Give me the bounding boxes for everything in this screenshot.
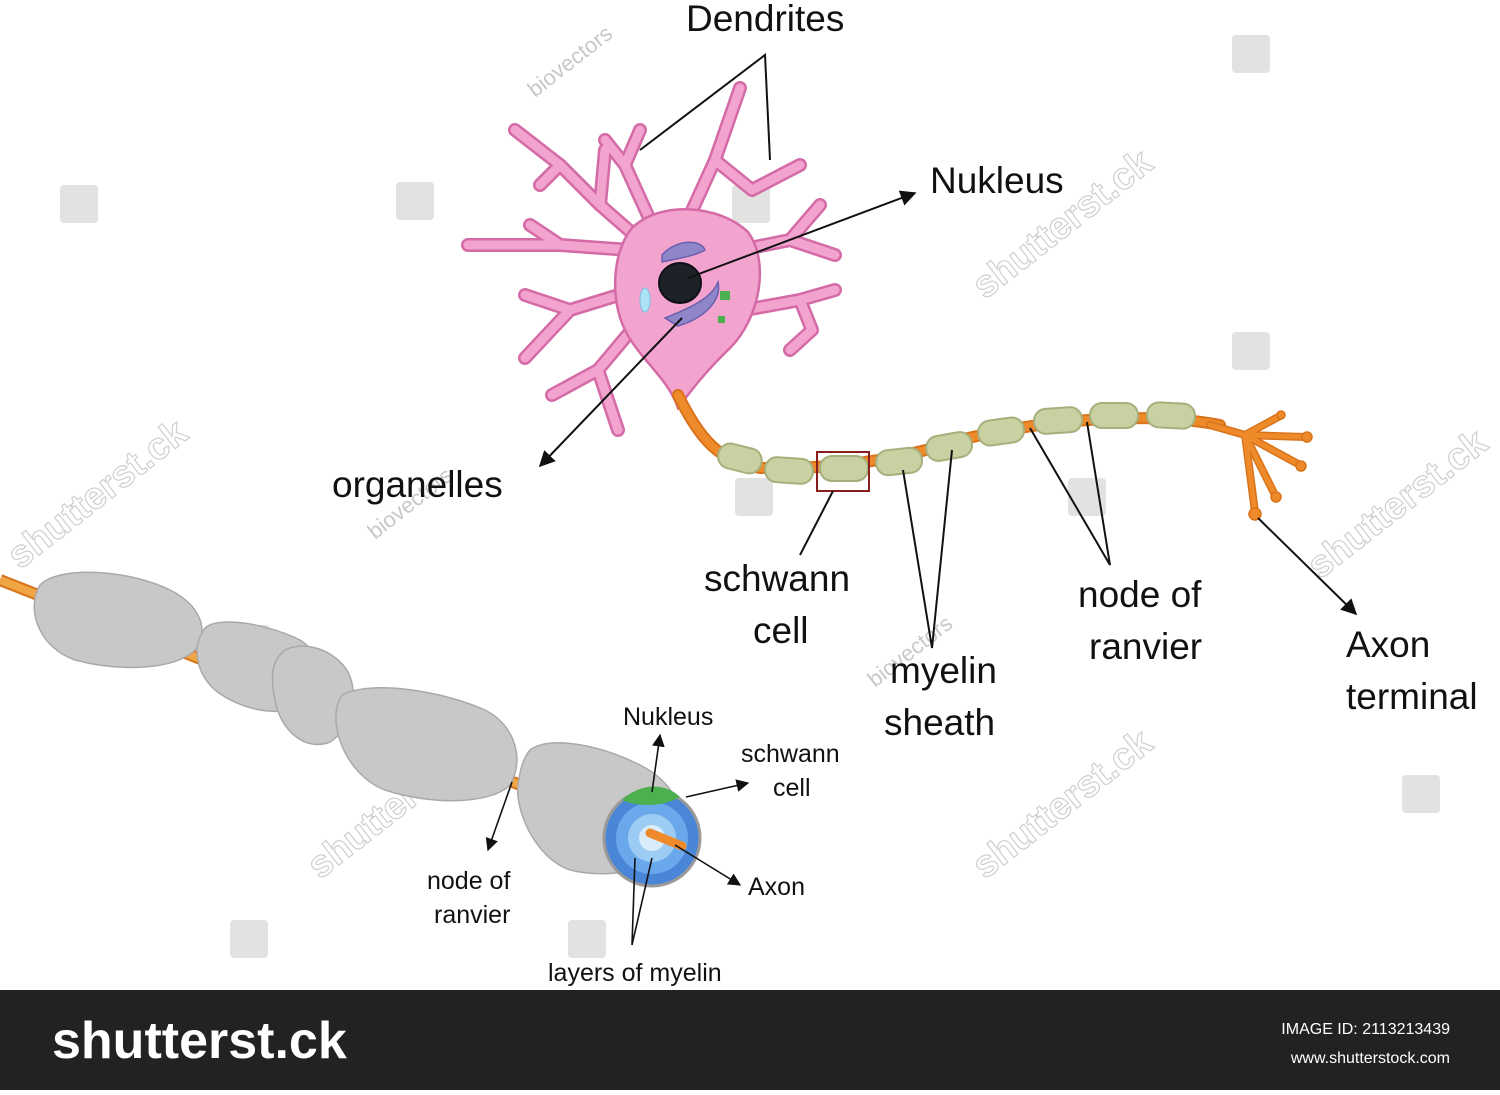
stamp-icon xyxy=(1232,332,1270,370)
stamp-icon xyxy=(732,185,770,223)
axon-terminal xyxy=(1206,410,1313,521)
detail-segment xyxy=(33,571,203,669)
watermark-brand: shutterst.ck xyxy=(965,721,1161,887)
terminal-bouton xyxy=(1276,410,1286,420)
detail-axon-leader xyxy=(674,844,742,886)
stamp-icon xyxy=(396,182,434,220)
watermark-brand: shutterst.ck xyxy=(0,411,196,577)
detail-label-layers-of-myelin: layers of myelin xyxy=(548,959,722,987)
dendrites xyxy=(461,81,842,437)
detail-label-node-line2: ranvier xyxy=(434,901,510,929)
node-of-ranvier-leader xyxy=(1029,421,1111,566)
label-dendrites: Dendrites xyxy=(686,0,844,39)
label-myelin-sheath-line2: sheath xyxy=(884,702,995,743)
detail-schwann-leader xyxy=(685,779,750,798)
terminal-bouton xyxy=(1248,507,1262,521)
er-organelle xyxy=(661,241,706,263)
terminal-bouton xyxy=(1301,431,1313,443)
detail-label-schwann-line1: schwann xyxy=(741,740,840,768)
detail-nucleus-leader xyxy=(651,733,665,793)
detail-nucleus xyxy=(622,786,680,806)
label-nucleus: Nukleus xyxy=(930,160,1064,201)
myelin-segment xyxy=(1033,406,1084,435)
detail-label-schwann-line2: cell xyxy=(773,774,811,802)
myelin-segment xyxy=(717,442,763,475)
mitochondria-organelle xyxy=(718,316,725,323)
mitochondria-organelle xyxy=(720,291,730,300)
vacuole-organelle xyxy=(639,287,651,313)
label-myelin-sheath-line1: myelin xyxy=(890,650,997,691)
golgi-organelle xyxy=(663,279,720,327)
footer-url: www.shutterstock.com xyxy=(1290,1050,1450,1067)
axon-terminal-leader xyxy=(1257,517,1358,616)
watermark-stamp-icons xyxy=(60,35,1440,958)
stamp-icon xyxy=(568,920,606,958)
detail-node-leader xyxy=(485,781,513,852)
footer-image-id: IMAGE ID: 2113213439 xyxy=(1281,1021,1450,1038)
schwann-cell-leader xyxy=(799,490,834,556)
terminal-bouton xyxy=(1270,491,1282,503)
detail-labels: Nukleus schwann cell Axon node of ranvie… xyxy=(427,703,840,987)
stamp-icon xyxy=(1232,35,1270,73)
leader-lines xyxy=(538,53,1358,649)
stamp-icon xyxy=(1402,775,1440,813)
footer-brand-logo: shutterst.ck xyxy=(52,1012,347,1070)
myelin-segment xyxy=(1145,401,1196,430)
dendrites-leader xyxy=(639,53,771,161)
detail-segment xyxy=(335,687,518,802)
detail-label-node-line1: node of xyxy=(427,867,510,895)
myelin-segment xyxy=(1089,402,1139,429)
myelin-segment xyxy=(819,455,869,482)
detail-leader-lines xyxy=(485,733,750,946)
schwann-cell-highlight-box xyxy=(816,451,870,492)
nucleus xyxy=(658,262,702,304)
labels: Dendrites Nukleus organelles schwann cel… xyxy=(332,0,1478,743)
footer-background xyxy=(0,990,1500,1090)
watermark-credit: biovectors xyxy=(523,21,617,102)
myelin-segment xyxy=(925,431,974,462)
detail-layers-leader xyxy=(631,857,653,946)
stamp-icon xyxy=(1068,478,1106,516)
label-schwann-cell-line1: schwann xyxy=(704,558,850,599)
detail-label-nucleus: Nukleus xyxy=(623,703,713,731)
stamp-icon xyxy=(60,185,98,223)
footer-bar: shutterst.ck IMAGE ID: 2113213439 www.sh… xyxy=(0,990,1500,1090)
organelles-group xyxy=(639,241,730,327)
watermark-brand: shutterst.ck xyxy=(1300,421,1496,587)
label-node-of-ranvier-line1: node of xyxy=(1078,574,1202,615)
myelin-segment xyxy=(763,456,814,485)
nucleus-leader xyxy=(687,190,917,279)
detail-axon-end xyxy=(645,828,687,851)
terminal-bouton xyxy=(1295,460,1307,472)
detail-segment xyxy=(271,645,354,746)
organelles-leader xyxy=(538,317,683,468)
detail-label-axon: Axon xyxy=(748,873,805,901)
label-node-of-ranvier-line2: ranvier xyxy=(1089,626,1202,667)
stamp-icon xyxy=(230,920,268,958)
myelin-sheath xyxy=(717,401,1196,485)
myelin-segment xyxy=(875,446,924,477)
myelin-sheath-leader xyxy=(902,449,953,649)
label-axon-terminal-line2: terminal xyxy=(1346,676,1478,717)
stamp-icon xyxy=(735,478,773,516)
label-axon-terminal-line1: Axon xyxy=(1346,624,1430,665)
label-organelles: organelles xyxy=(332,464,503,505)
myelin-segment xyxy=(977,416,1026,447)
myelinated-axon-detail xyxy=(0,571,702,888)
label-schwann-cell-line2: cell xyxy=(753,610,809,651)
